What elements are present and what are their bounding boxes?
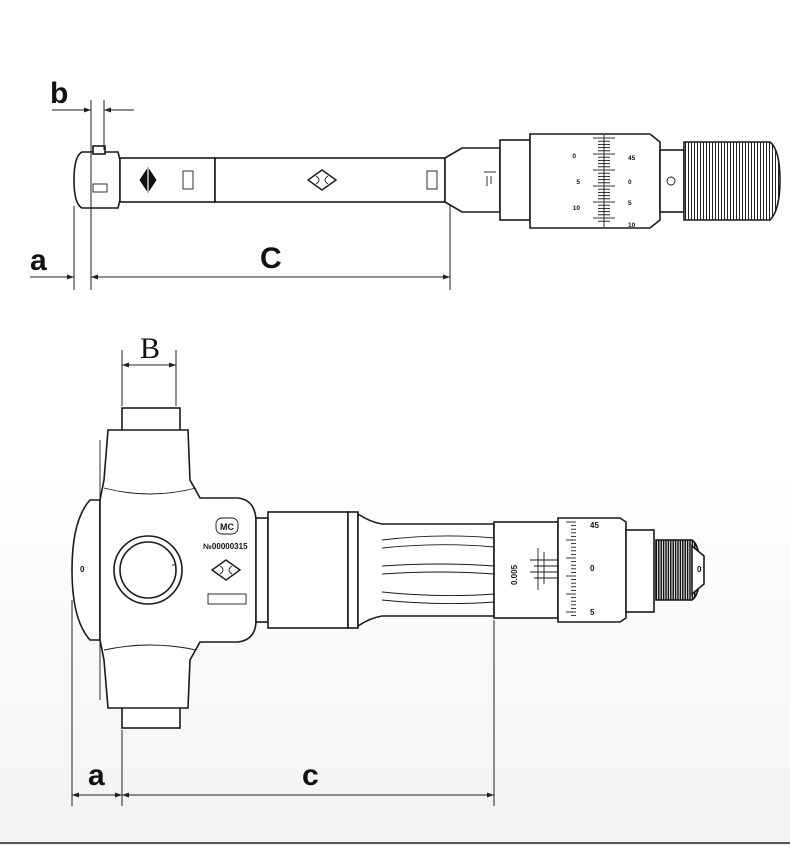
bottom-sleeve [493,521,559,619]
top-ratchet-knurl [683,141,781,221]
bottom-upper-anvil [121,407,181,433]
top-ratchet-hole [666,176,676,186]
bottom-dimension-lines [71,350,495,806]
serial-number: №00000315 [203,542,248,551]
top-ratchet-collar [659,149,685,213]
top-scale-right-5: 5 [628,200,632,207]
top-dimension-C: C [260,242,282,275]
top-sleeve-taper [444,147,501,213]
top-dimension-b: b [50,77,68,110]
bottom-dimension-c: c [302,759,319,792]
top-body-right [214,157,446,203]
bottom-body-ring [347,511,359,629]
top-view: 0 5 10 45 0 5 10 b a C [30,77,781,290]
top-scale-right-0: 0 [628,179,632,186]
mc-logo-text: MC [220,522,234,532]
bottom-neck-collar [255,517,269,623]
bottom-ratchet-collar [625,529,655,613]
bottom-window [207,593,247,605]
bottom-end-cap [71,499,101,641]
top-anvil-tab [92,145,106,155]
bottom-lock-hole [119,541,177,599]
top-thimble-ticks [593,137,615,222]
bottom-lower-anvil [121,705,181,729]
bottom-brand-logo-icon [210,559,242,581]
bottom-end-mark: 0 [697,565,702,574]
mc-logo-icon: MC [215,517,239,535]
top-dimension-a: a [30,244,47,277]
bottom-fluted-sleeve [357,512,495,628]
bottom-dimension-a: a [88,759,105,792]
top-body-left [119,157,216,203]
bottom-body-tube [267,511,349,629]
bottom-sleeve-scale [530,548,558,590]
top-thimble [529,133,661,229]
top-scale-left-0: 0 [572,153,576,160]
top-scale-left-5: 5 [576,179,580,186]
bottom-head-mark: 0 [80,565,85,574]
resolution-label: 0.005 [510,564,519,585]
top-anvil-slot [92,183,108,193]
top-scale-right-45: 45 [628,155,636,162]
bottom-dimension-B: B [140,332,160,365]
bottom-thimble-ticks [566,521,576,617]
top-sleeve [499,139,531,221]
top-window-right [426,170,438,190]
bottom-ratchet-tip [691,544,705,596]
top-sleeve-marks [484,171,496,186]
top-window-left [182,170,194,190]
bottom-flutes [381,535,495,605]
bottom-scale-45: 45 [590,521,599,530]
top-scale-left-10: 10 [573,205,581,212]
top-brand-logo-icon [306,169,338,191]
top-dimension-lines [30,100,451,290]
bottom-scale-0: 0 [590,564,595,573]
top-anvil-head [73,151,121,209]
bottom-scale-5: 5 [590,608,595,617]
top-scale-right-10: 10 [628,222,636,229]
bottom-view: 0 MC №00000315 [71,332,705,806]
